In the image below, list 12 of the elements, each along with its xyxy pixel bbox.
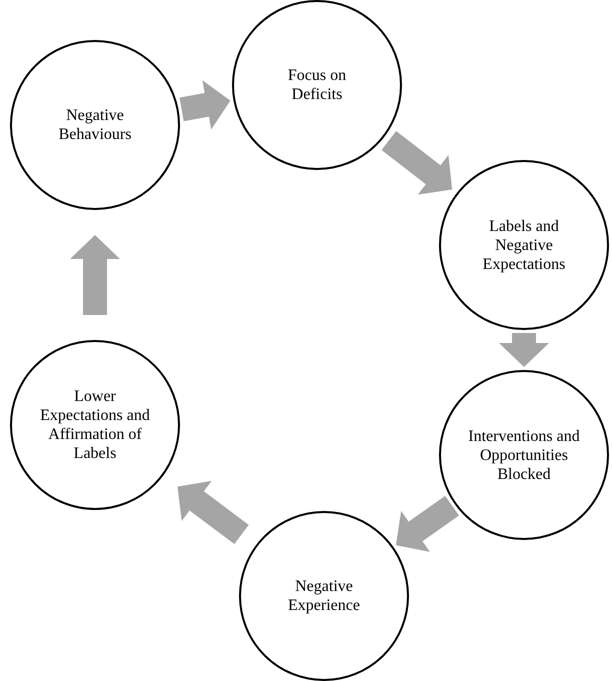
- block-arrow: [177, 480, 249, 544]
- block-arrow: [179, 80, 230, 130]
- stage-label: Interventions and Opportunities Blocked: [468, 426, 580, 484]
- stage-label: Labels and Negative Expectations: [482, 216, 566, 274]
- stage-label: Negative Experience: [287, 577, 361, 615]
- block-arrow: [382, 131, 452, 195]
- stage-label: Negative Behaviours: [58, 106, 132, 144]
- stage-label: Focus on Deficits: [286, 66, 348, 104]
- block-arrow: [70, 235, 120, 315]
- block-arrow: [396, 496, 459, 552]
- block-arrow: [499, 333, 549, 367]
- stage-label: Lower Expectations and Affirmation of Labels: [39, 387, 151, 463]
